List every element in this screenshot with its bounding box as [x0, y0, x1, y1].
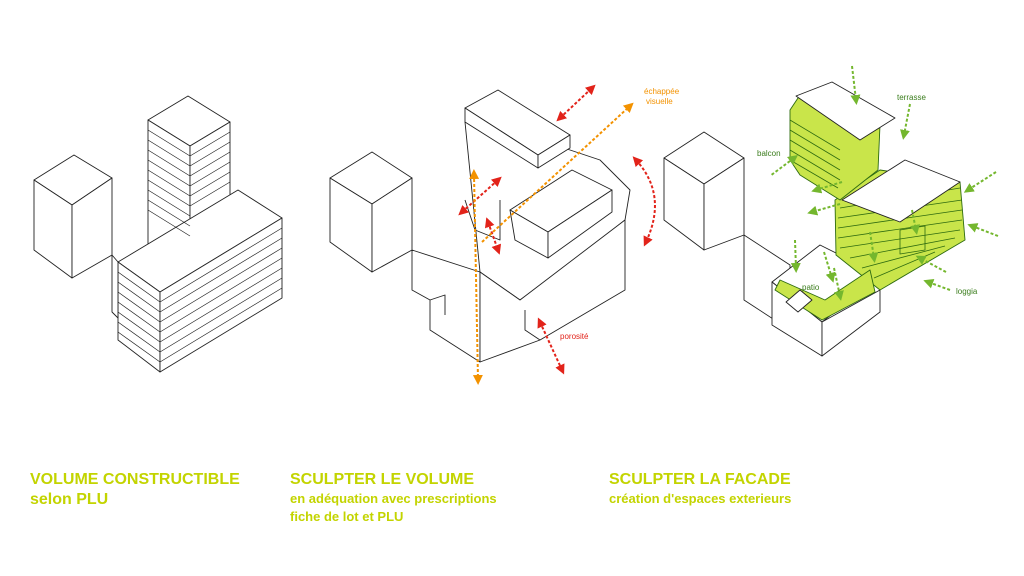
floor-lines [117, 129, 283, 363]
arrow-icon [923, 279, 951, 291]
labels-diagram-2: échappée visuelle porosité [560, 87, 680, 341]
terrace-label: terrasse [897, 93, 926, 102]
arrow-icon [868, 231, 879, 263]
arrow-icon [915, 255, 947, 273]
arrow-icon [811, 181, 843, 194]
left-block [33, 154, 113, 279]
double-arrow-icon [556, 84, 596, 122]
caption-title: VOLUME CONSTRUCTIBLE [30, 471, 240, 488]
arrows-diagram-2 [458, 84, 656, 385]
caption-title: SCULPTER LE VOLUME [290, 471, 475, 488]
upper-volume-2 [464, 89, 571, 169]
labels-diagram-3: terrasse balcon loggia patio [757, 93, 978, 296]
caption-sculpter-volume: SCULPTER LE VOLUME en adéquation avec pr… [290, 470, 497, 526]
patio-label: patio [802, 283, 820, 292]
caption-subtitle: création d'espaces exterieurs [609, 491, 792, 506]
arrow-icon [910, 209, 920, 235]
arrow-icon [900, 103, 911, 140]
arrow-icon [769, 155, 798, 177]
arrow-icon [963, 171, 997, 193]
roofs-3 [785, 81, 961, 313]
volume-constructible-drawing [33, 95, 283, 373]
double-arrow-icon [458, 176, 502, 216]
sculpter-facade-drawing [663, 81, 966, 357]
caption-title: SCULPTER LA FACADE [609, 471, 791, 488]
caption-volume-constructible: VOLUME CONSTRUCTIBLE selon PLU [30, 470, 240, 510]
caption-subtitle-2: fiche de lot et PLU [290, 509, 404, 524]
arrow-icon [823, 251, 836, 283]
view-label-line2: visuelle [646, 97, 673, 106]
balcony-label: balcon [757, 149, 781, 158]
double-arrow-icon [632, 156, 656, 247]
front-volume-2 [509, 169, 613, 259]
arrows-diagram-3 [769, 65, 999, 301]
caption-sculpter-facade: SCULPTER LA FACADE création d'espaces ex… [609, 470, 791, 508]
left-block-2 [329, 151, 413, 273]
porosity-label: porosité [560, 332, 589, 341]
front-wing [111, 189, 283, 373]
view-label-line1: échappée [644, 87, 680, 96]
arrow-icon [481, 102, 634, 243]
arrow-icon [469, 169, 483, 385]
arrow-icon [850, 65, 861, 105]
caption-subtitle: selon PLU [30, 491, 109, 508]
sculpter-volume-drawing [329, 89, 631, 363]
double-arrow-icon [537, 317, 565, 375]
arrow-icon [967, 223, 999, 237]
loggia-label: loggia [956, 287, 978, 296]
left-block-3 [663, 131, 791, 331]
caption-subtitle: en adéquation avec prescriptions [290, 491, 497, 506]
